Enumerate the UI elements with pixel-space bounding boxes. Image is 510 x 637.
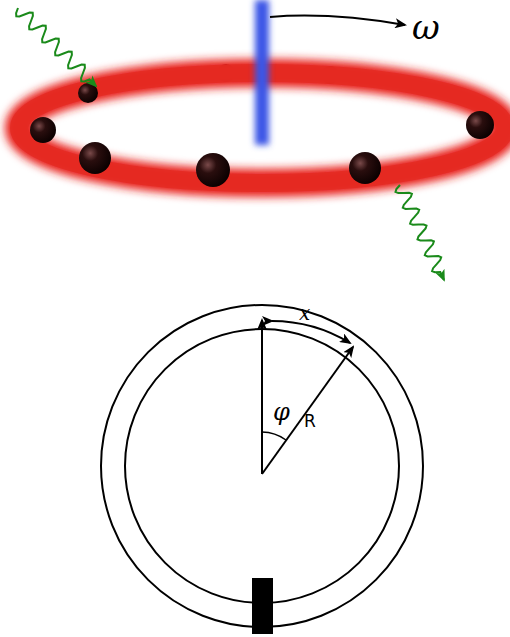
angle-arc (262, 432, 286, 440)
barrier (252, 578, 273, 634)
atom (79, 142, 111, 174)
photon (16, 8, 96, 86)
atom (196, 153, 230, 187)
photon (396, 185, 445, 280)
radius-arrow (261, 320, 263, 474)
arc-length-arrow (272, 321, 350, 343)
atom (30, 117, 56, 143)
angular-velocity-symbol: ω (412, 10, 440, 44)
radius-arrow (262, 347, 353, 474)
radius-label: R (304, 413, 316, 430)
atom (349, 152, 381, 184)
rotating-beam (255, 0, 269, 145)
arc-length-symbol: x (299, 303, 310, 323)
atom (466, 111, 494, 139)
angle-symbol: φ (273, 400, 290, 424)
rotation-arrow (270, 16, 405, 25)
